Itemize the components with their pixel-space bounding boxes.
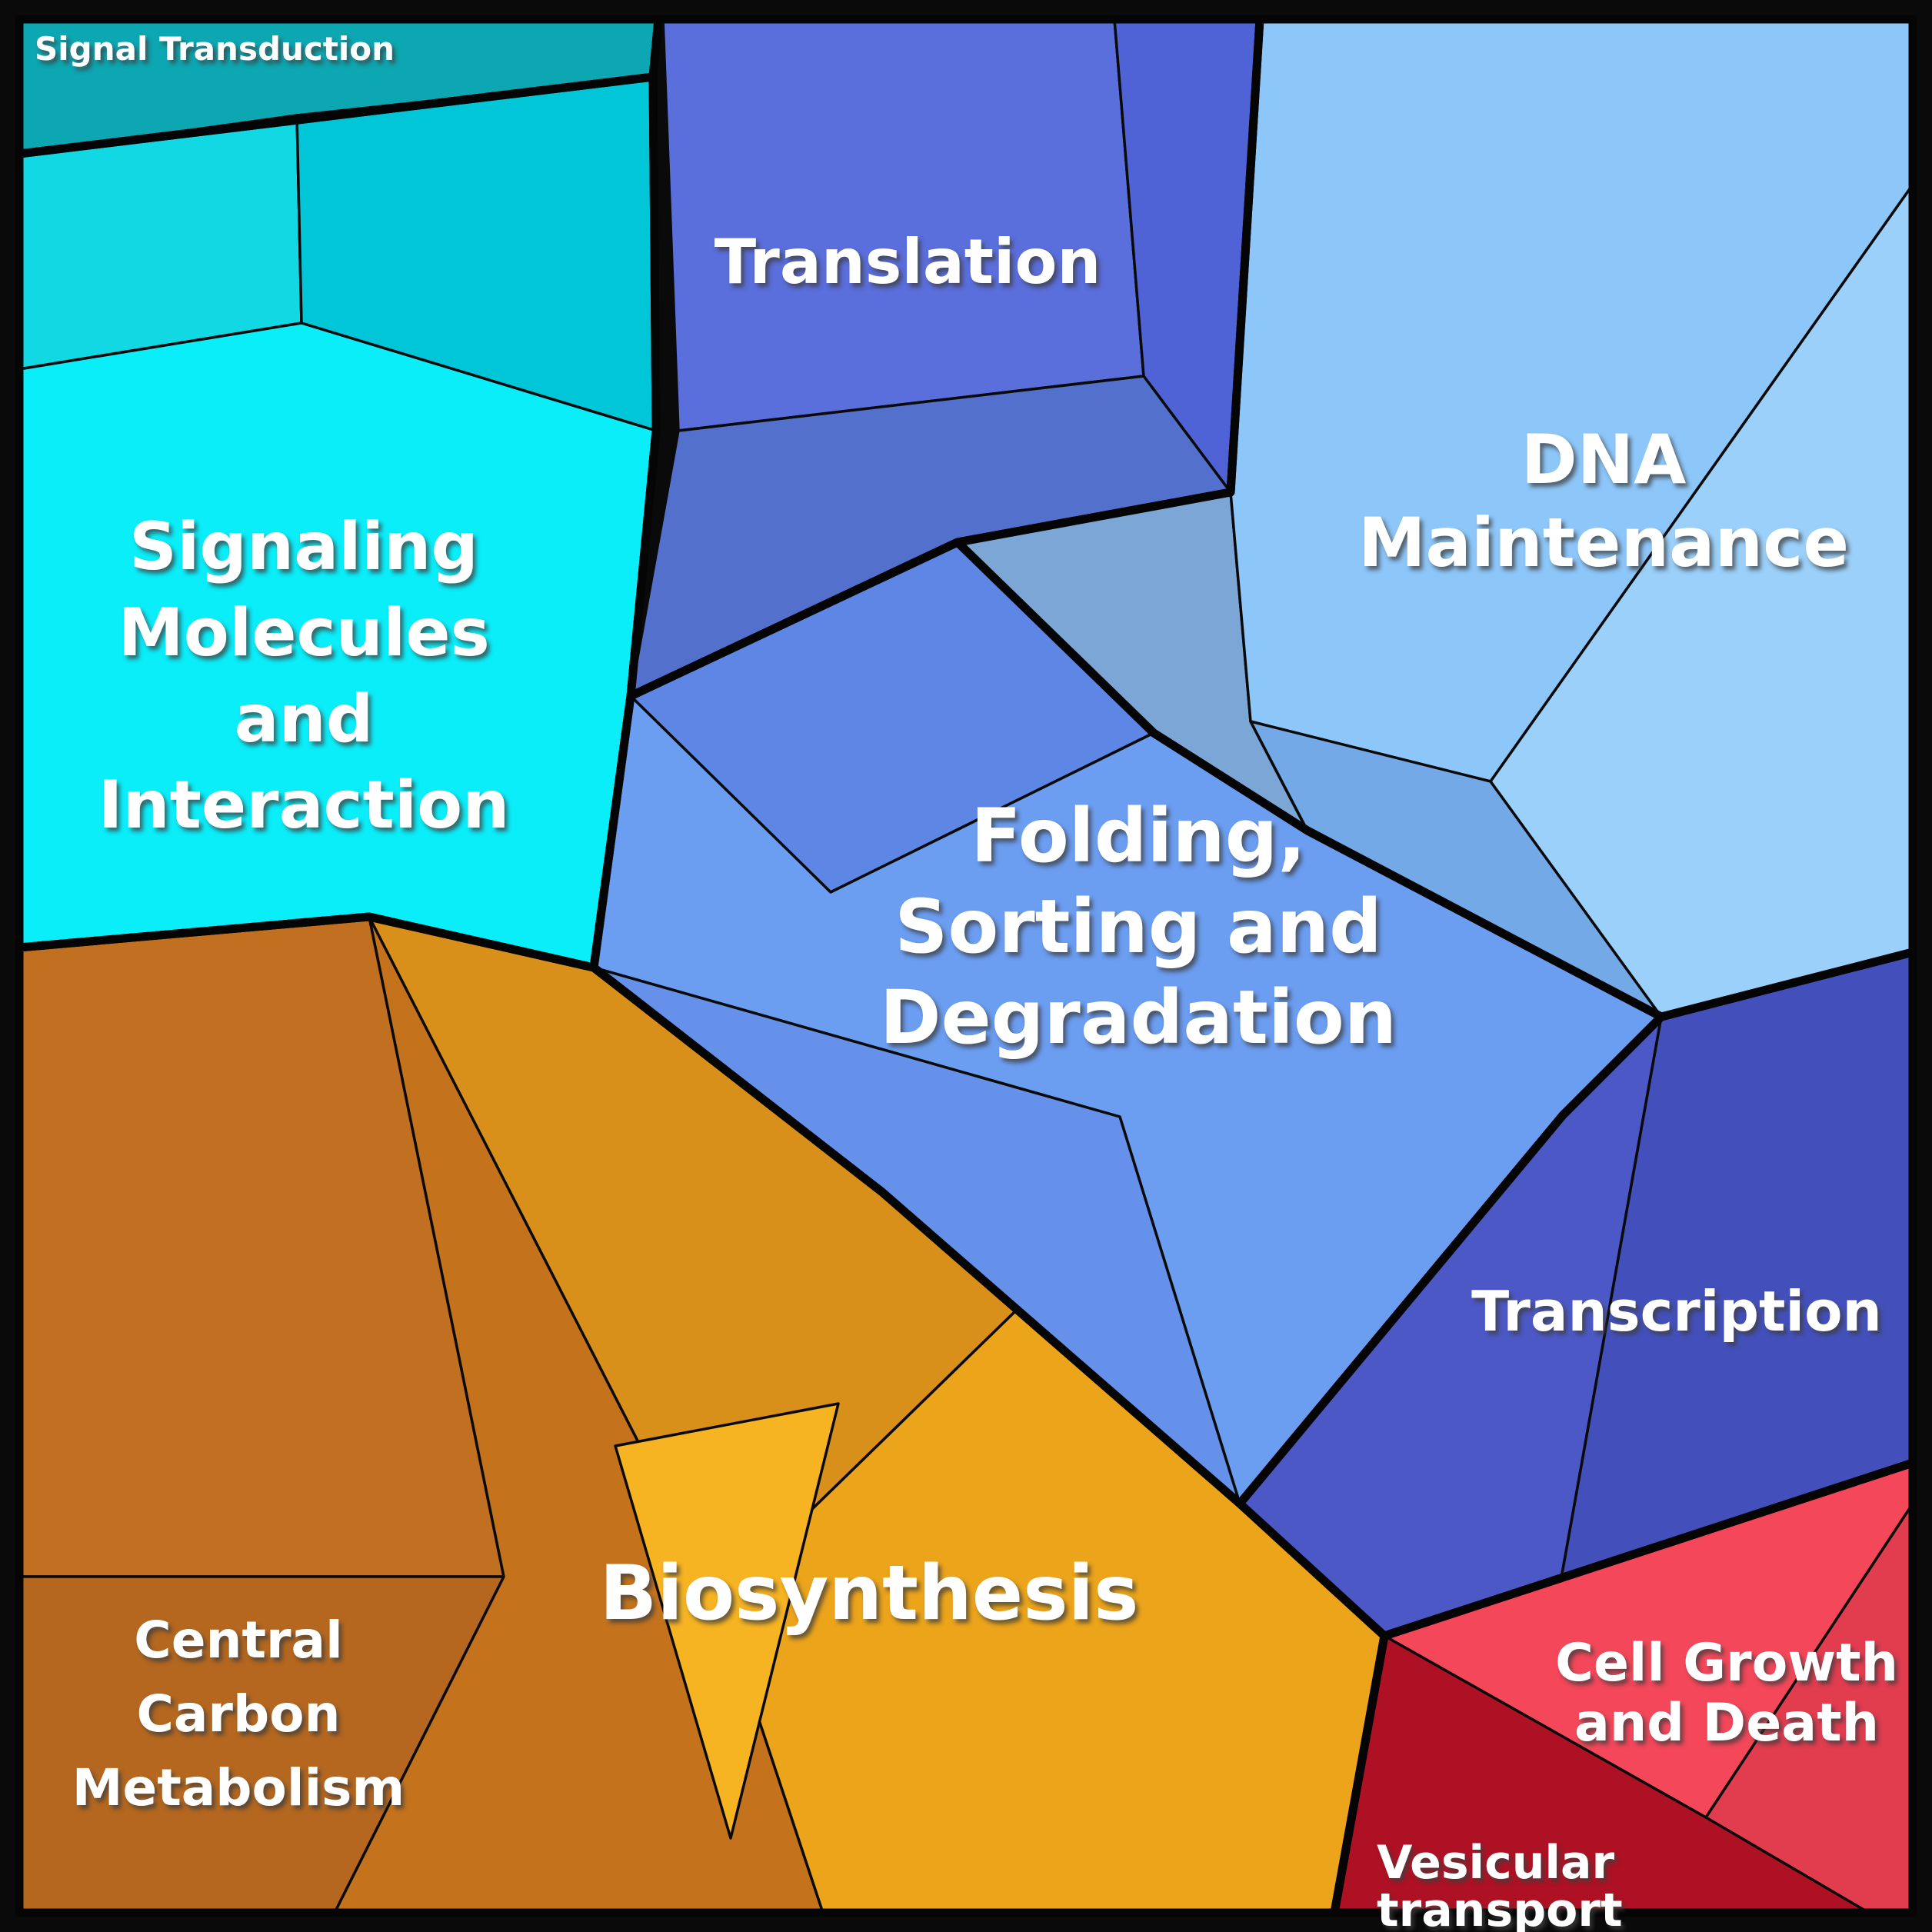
label-biosynthesis-shadow: Biosynthesis [603, 1554, 1142, 1641]
cells-layer [18, 18, 1914, 1914]
cell-translation-main [661, 18, 1145, 432]
label-signal-transduction: Signal Transduction [35, 30, 395, 68]
label-transcription-shadow: Transcription [1474, 1283, 1885, 1347]
label-translation-shadow: Translation [718, 230, 1104, 301]
label-translation: Translation [715, 226, 1101, 298]
group-borders-layer [15, 15, 1917, 1917]
label-transcription: Transcription [1471, 1279, 1882, 1344]
cell-biosynthesis-wedge [614, 1402, 840, 1840]
label-signal-transduction-shadow: Signal Transduction [38, 34, 398, 72]
group-orange [15, 912, 1389, 1917]
label-biosynthesis: Biosynthesis [600, 1550, 1139, 1637]
